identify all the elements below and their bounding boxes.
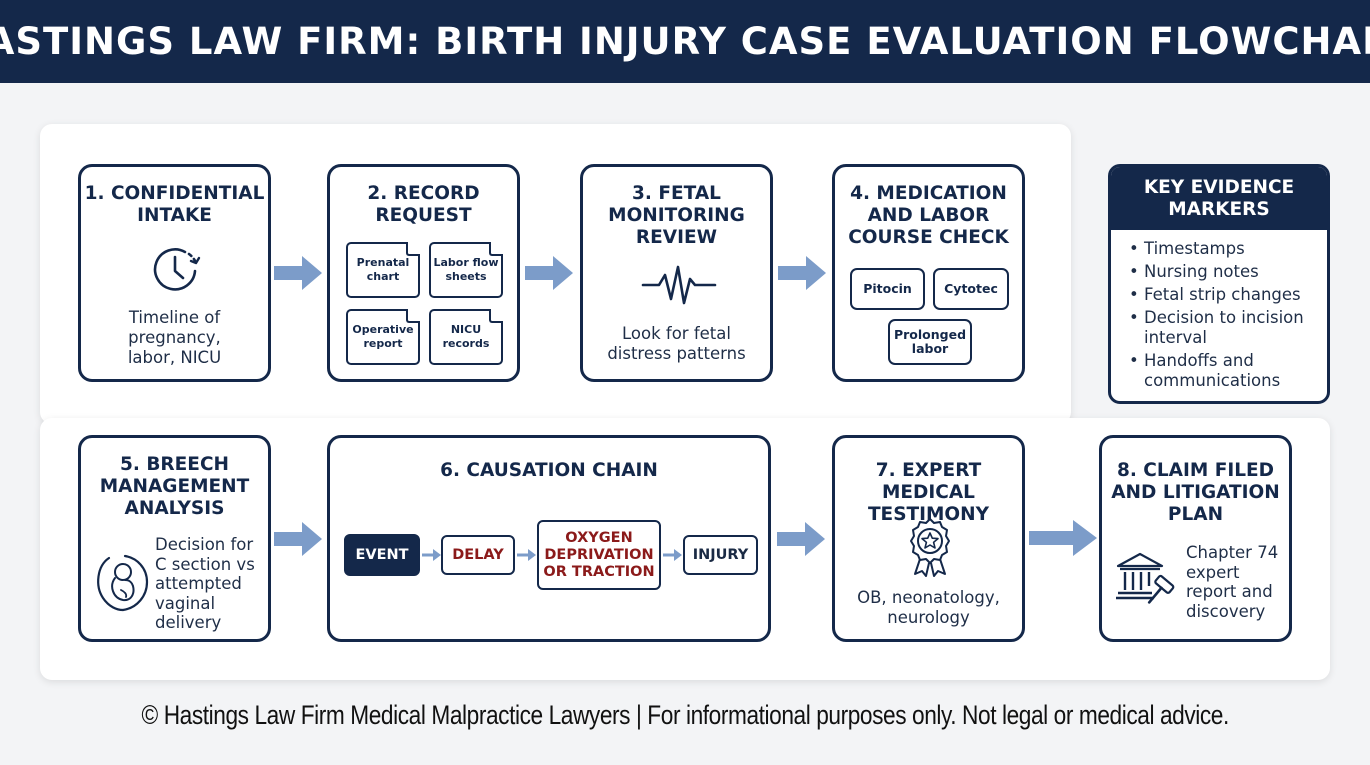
chain-arrow-icon: [422, 549, 441, 561]
flow-arrow-icon: [777, 522, 825, 556]
step-7-title: 7. EXPERT MEDICAL TESTIMONY: [867, 460, 990, 525]
step-1-confidential-intake: 1. CONFIDENTIAL INTAKE Timeline of pregn…: [78, 164, 271, 382]
step-5-breech-management: 5. BREECH MANAGEMENT ANALYSIS Decision f…: [78, 435, 271, 642]
award-badge-icon: [910, 518, 950, 577]
page-title: HASTINGS LAW FIRM: BIRTH INJURY CASE EVA…: [0, 20, 1370, 63]
chain-arrow-icon: [517, 549, 536, 561]
step-8-title: 8. CLAIM FILED AND LITIGATION PLAN: [1111, 460, 1280, 525]
document-operative-report: Operative report: [346, 309, 420, 365]
chain-event: EVENT: [344, 534, 420, 576]
chain-injury: INJURY: [683, 535, 758, 575]
footer-disclaimer: © Hastings Law Firm Medical Malpractice …: [0, 700, 1370, 731]
step-1-title: 1. CONFIDENTIAL INTAKE: [84, 183, 265, 226]
key-evidence-item: Fetal strip changes: [1127, 285, 1327, 305]
flow-arrow-icon: [274, 256, 322, 290]
key-evidence-title: KEY EVIDENCE MARKERS: [1111, 167, 1327, 230]
key-evidence-list: Timestamps Nursing notes Fetal strip cha…: [1127, 239, 1327, 394]
flow-arrow-icon: [1029, 520, 1097, 556]
step-6-title: 6. CAUSATION CHAIN: [440, 460, 658, 481]
step-2-record-request: 2. RECORD REQUEST Prenatal chart Labor f…: [327, 164, 520, 382]
step-8-claim-filed: 8. CLAIM FILED AND LITIGATION PLAN Chapt…: [1099, 435, 1292, 642]
step-1-body: Timeline of pregnancy, labor, NICU: [127, 308, 222, 367]
document-prenatal-chart: Prenatal chart: [346, 242, 420, 298]
step-7-expert-testimony: 7. EXPERT MEDICAL TESTIMONY OB, neonatol…: [832, 435, 1025, 642]
tag-pitocin: Pitocin: [850, 268, 925, 310]
step-4-title: 4. MEDICATION AND LABOR COURSE CHECK: [848, 183, 1009, 248]
key-evidence-item: Decision to incision interval: [1127, 308, 1327, 348]
document-labor-flow-sheets: Labor flow sheets: [429, 242, 503, 298]
flow-arrow-icon: [525, 256, 573, 290]
chain-delay: DELAY: [441, 535, 515, 575]
courthouse-gavel-icon: [1116, 552, 1175, 604]
clock-icon: [153, 248, 201, 291]
flow-arrow-icon: [778, 256, 826, 290]
step-3-fetal-monitoring-review: 3. FETAL MONITORING REVIEW Look for feta…: [580, 164, 773, 382]
key-evidence-item: Handoffs and communications: [1127, 351, 1327, 391]
step-7-body: OB, neonatology, neurology: [857, 588, 1000, 627]
chain-oxygen-deprivation: OXYGEN DEPRIVATION OR TRACTION: [537, 520, 661, 590]
header-banner: HASTINGS LAW FIRM: BIRTH INJURY CASE EVA…: [0, 0, 1370, 83]
flow-arrow-icon: [274, 522, 322, 556]
tag-prolonged-labor: Prolonged labor: [888, 319, 972, 365]
step-5-title: 5. BREECH MANAGEMENT ANALYSIS: [99, 454, 250, 519]
fetus-icon: [97, 554, 149, 612]
step-4-medication-labor-check: 4. MEDICATION AND LABOR COURSE CHECK Pit…: [832, 164, 1025, 382]
key-evidence-markers: KEY EVIDENCE MARKERS Timestamps Nursing …: [1108, 164, 1330, 404]
heartbeat-icon: [641, 265, 717, 305]
step-6-causation-chain: 6. CAUSATION CHAIN EVENT DELAY OXYGEN DE…: [327, 435, 771, 642]
footer-text: © Hastings Law Firm Medical Malpractice …: [141, 700, 1229, 730]
step-5-body: Decision for C section vs attempted vagi…: [155, 535, 255, 632]
tag-cytotec: Cytotec: [933, 268, 1009, 310]
key-evidence-item: Nursing notes: [1127, 262, 1327, 282]
step-8-body: Chapter 74 expert report and discovery: [1186, 543, 1279, 621]
step-3-title: 3. FETAL MONITORING REVIEW: [608, 183, 745, 248]
key-evidence-item: Timestamps: [1127, 239, 1327, 259]
document-nicu-records: NICU records: [429, 309, 503, 365]
chain-arrow-icon: [663, 549, 682, 561]
step-2-title: 2. RECORD REQUEST: [367, 183, 480, 226]
step-3-body: Look for fetal distress patterns: [607, 324, 746, 363]
